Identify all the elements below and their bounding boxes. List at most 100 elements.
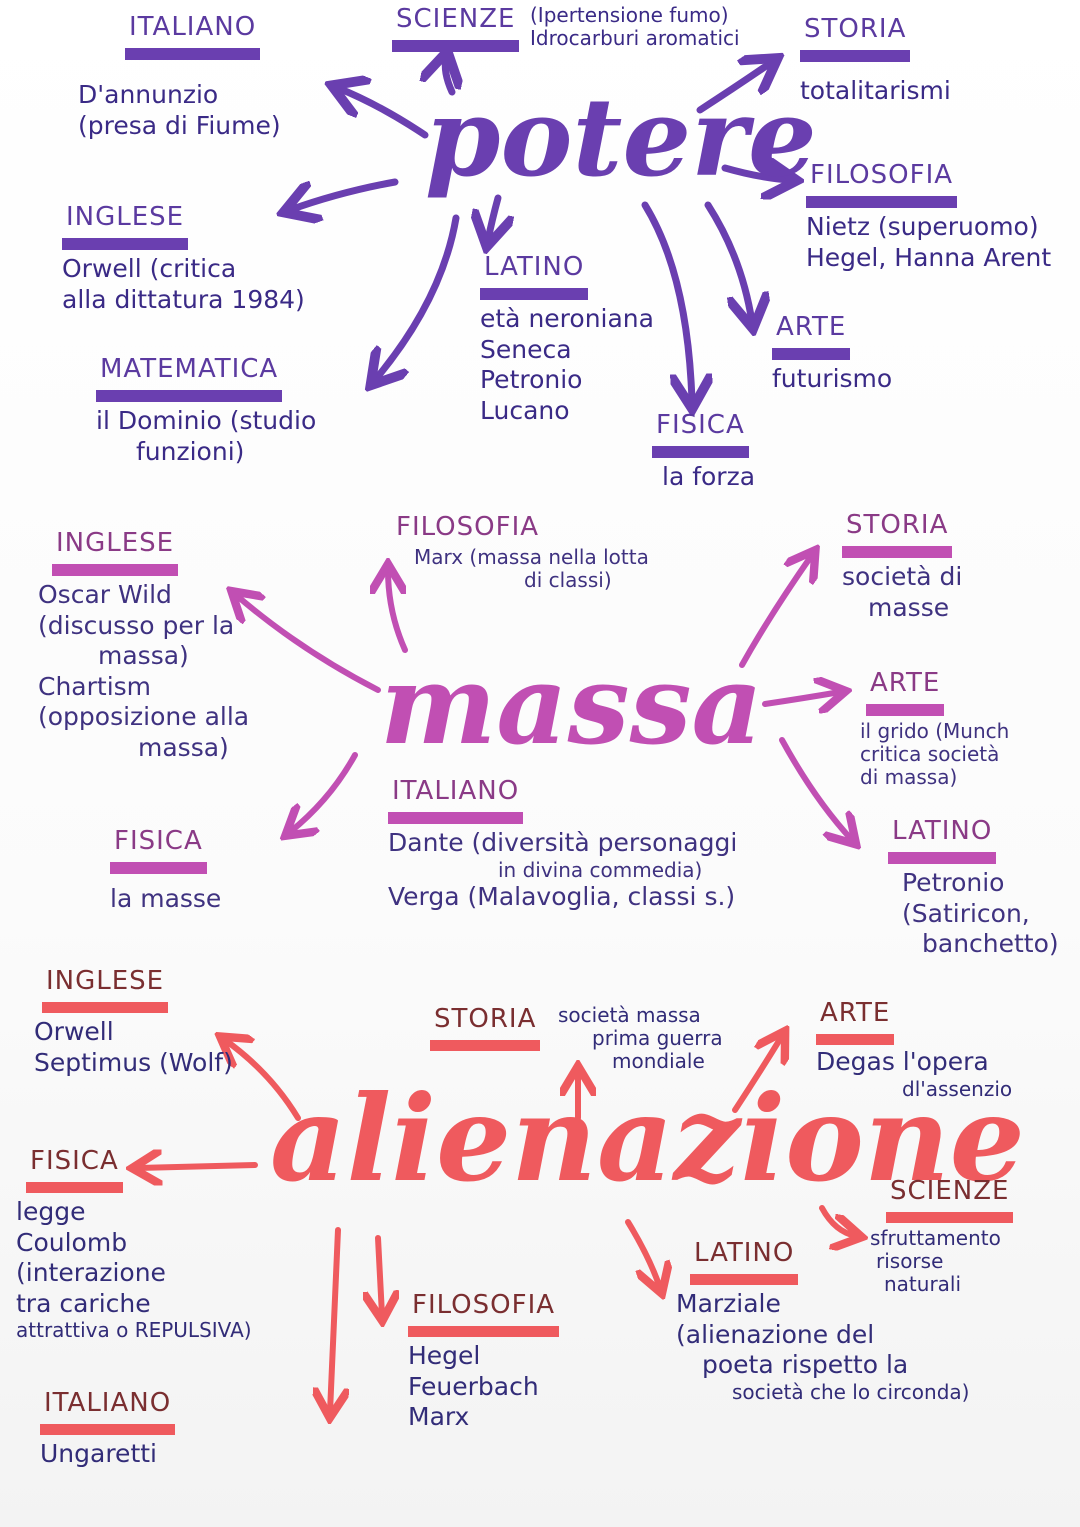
potere-inglese-subject: INGLESE bbox=[62, 202, 189, 250]
potere-node-inglese: INGLESE Orwell (critica alla dittatura 1… bbox=[62, 202, 305, 315]
alienazione-arte-subject: ARTE bbox=[816, 998, 895, 1045]
potere-node-matematica: MATEMATICA il Dominio (studio funzioni) bbox=[96, 354, 316, 467]
alienazione-node-latino: LATINO Marziale (alienazione del poeta r… bbox=[676, 1238, 969, 1404]
arrow-potere-italiano bbox=[338, 88, 429, 139]
text-line: il Dominio (studio bbox=[96, 406, 317, 435]
text-line: risorse bbox=[876, 1249, 944, 1273]
massa-latino-subject: LATINO bbox=[888, 816, 997, 864]
arrow-potere-fisica bbox=[641, 201, 692, 402]
potere-node-filosofia: FILOSOFIA Nietz (superuomo) Hegel, Hanna… bbox=[806, 160, 1051, 273]
text-line: Orwell (critica bbox=[62, 254, 237, 283]
text-line: totalitarismi bbox=[800, 76, 951, 105]
potere-latino-subject: LATINO bbox=[480, 252, 589, 300]
arrow-massa-arte bbox=[762, 692, 840, 704]
alienazione-node-arte: ARTE Degas l'opera dl'assenzio bbox=[816, 998, 1012, 1101]
text-line: in divina commedia) bbox=[498, 857, 703, 882]
alienazione-storia-subject: STORIA bbox=[430, 1004, 541, 1051]
potere-matematica-subject: MATEMATICA bbox=[96, 354, 283, 402]
text-line: Marziale bbox=[676, 1289, 781, 1318]
text-line: legge bbox=[16, 1197, 86, 1226]
text-line: la forza bbox=[662, 462, 756, 491]
alienazione-inglese-subject: INGLESE bbox=[42, 966, 169, 1013]
arrow-massa-storia bbox=[739, 555, 812, 668]
text-line: Coulomb bbox=[16, 1227, 128, 1257]
arrow-potere-filosofia bbox=[721, 168, 790, 180]
potere-node-scienze: SCIENZE bbox=[392, 4, 520, 52]
text-line: società che lo circonda) bbox=[732, 1379, 970, 1404]
massa-filosofia-subject: FILOSOFIA bbox=[396, 512, 540, 542]
text-line: funzioni) bbox=[136, 436, 245, 466]
text-line: (alienazione del bbox=[676, 1319, 875, 1349]
alienazione-italiano-subject: ITALIANO bbox=[40, 1388, 176, 1435]
text-line: Oscar Wild bbox=[38, 580, 172, 609]
text-line: Ungaretti bbox=[40, 1439, 157, 1468]
massa-node-filosofia: FILOSOFIA Marx (massa nella lotta di cla… bbox=[392, 512, 649, 592]
text-line: Seneca bbox=[480, 334, 572, 364]
text-line: (Ipertensione fumo) bbox=[530, 3, 729, 27]
arrow-alienazione-italiano bbox=[330, 1227, 338, 1412]
text-line: di classi) bbox=[524, 568, 612, 592]
text-line: sfruttamento bbox=[870, 1226, 1001, 1250]
alienazione-latino-subject: LATINO bbox=[690, 1238, 799, 1285]
text-line: critica società bbox=[860, 742, 1000, 766]
text-line: futurismo bbox=[772, 364, 893, 393]
text-line: Hegel, Hanna Arent bbox=[806, 242, 1052, 272]
potere-title: potere bbox=[425, 75, 817, 201]
potere-node-italiano: ITALIANO bbox=[125, 12, 261, 60]
arrow-alienazione-fisica bbox=[138, 1165, 258, 1168]
text-line: poeta rispetto la bbox=[702, 1350, 909, 1379]
potere-node-storia: STORIA totalitarismi bbox=[800, 14, 951, 107]
alienazione-node-inglese: INGLESE Orwell Septimus (Wolf) bbox=[34, 966, 233, 1078]
alienazione-scienze-subject: SCIENZE bbox=[886, 1176, 1014, 1223]
massa-node-arte: ARTE il grido (Munch critica società di … bbox=[860, 668, 1009, 789]
massa-node-fisica: FISICA la masse bbox=[110, 826, 221, 915]
arrow-massa-filosofia bbox=[388, 570, 408, 653]
text-line: (presa di Fiume) bbox=[78, 110, 281, 140]
text-line: Feuerbach bbox=[408, 1371, 539, 1401]
arrow-alienazione-filosofia bbox=[378, 1235, 382, 1315]
arrow-potere-arte bbox=[704, 201, 752, 322]
text-line: la masse bbox=[110, 884, 222, 913]
potere-fisica-subject: FISICA bbox=[652, 410, 749, 458]
massa-node-latino: LATINO Petronio (Satiricon, banchetto) bbox=[888, 816, 1059, 960]
text-line: massa) bbox=[98, 641, 189, 670]
alienazione-node-scienze: SCIENZE sfruttamento risorse naturali bbox=[870, 1176, 1014, 1296]
text-line: alla dittatura 1984) bbox=[62, 284, 305, 314]
text-line: Dante (diversità personaggi bbox=[388, 828, 738, 857]
arrow-massa-inglese bbox=[236, 595, 381, 693]
text-line: tra cariche bbox=[16, 1288, 151, 1318]
text-line: Marx (massa nella lotta bbox=[414, 545, 649, 569]
text-line: masse bbox=[868, 592, 950, 622]
text-line: mondiale bbox=[612, 1049, 705, 1073]
alienazione-node-storia: STORIA bbox=[430, 1004, 541, 1051]
text-line: Chartism bbox=[38, 671, 152, 701]
text-line: Petronio bbox=[480, 365, 583, 394]
arrow-alienazione-inglese bbox=[225, 1040, 301, 1121]
text-line: naturali bbox=[884, 1272, 962, 1296]
potere-scienze-text: (Ipertensione fumo) Idrocarburi aromatic… bbox=[530, 4, 740, 50]
arrow-potere-inglese bbox=[290, 178, 399, 210]
potere-italiano-text: D'annunzio (presa di Fiume) bbox=[78, 80, 281, 141]
text-line: (discusso per la bbox=[38, 610, 235, 640]
arrow-alienazione-arte bbox=[732, 1036, 782, 1113]
text-line: Lucano bbox=[480, 395, 570, 425]
alienazione-storia-text: società massa prima guerra mondiale bbox=[558, 1004, 723, 1073]
text-line: (Satiricon, bbox=[902, 898, 1030, 928]
text-line: Septimus (Wolf) bbox=[34, 1047, 233, 1077]
potere-node-arte: ARTE futurismo bbox=[772, 312, 892, 395]
alienazione-node-filosofia: FILOSOFIA Hegel Feuerbach Marx bbox=[408, 1290, 560, 1433]
alienazione-title: alienazione bbox=[270, 1069, 1025, 1208]
text-line: Degas l'opera bbox=[816, 1047, 989, 1076]
text-line: Hegel bbox=[408, 1341, 481, 1370]
text-line: Verga (Malavoglia, classi s.) bbox=[388, 881, 736, 911]
text-line: società massa bbox=[558, 1003, 701, 1027]
text-line: Nietz (superuomo) bbox=[806, 212, 1039, 241]
text-line: massa) bbox=[138, 732, 229, 762]
potere-italiano-subject: ITALIANO bbox=[125, 12, 261, 60]
potere-arte-subject: ARTE bbox=[772, 312, 851, 360]
text-line: banchetto) bbox=[922, 929, 1059, 958]
alienazione-node-italiano: ITALIANO Ungaretti bbox=[40, 1388, 176, 1470]
massa-italiano-subject: ITALIANO bbox=[388, 776, 524, 824]
